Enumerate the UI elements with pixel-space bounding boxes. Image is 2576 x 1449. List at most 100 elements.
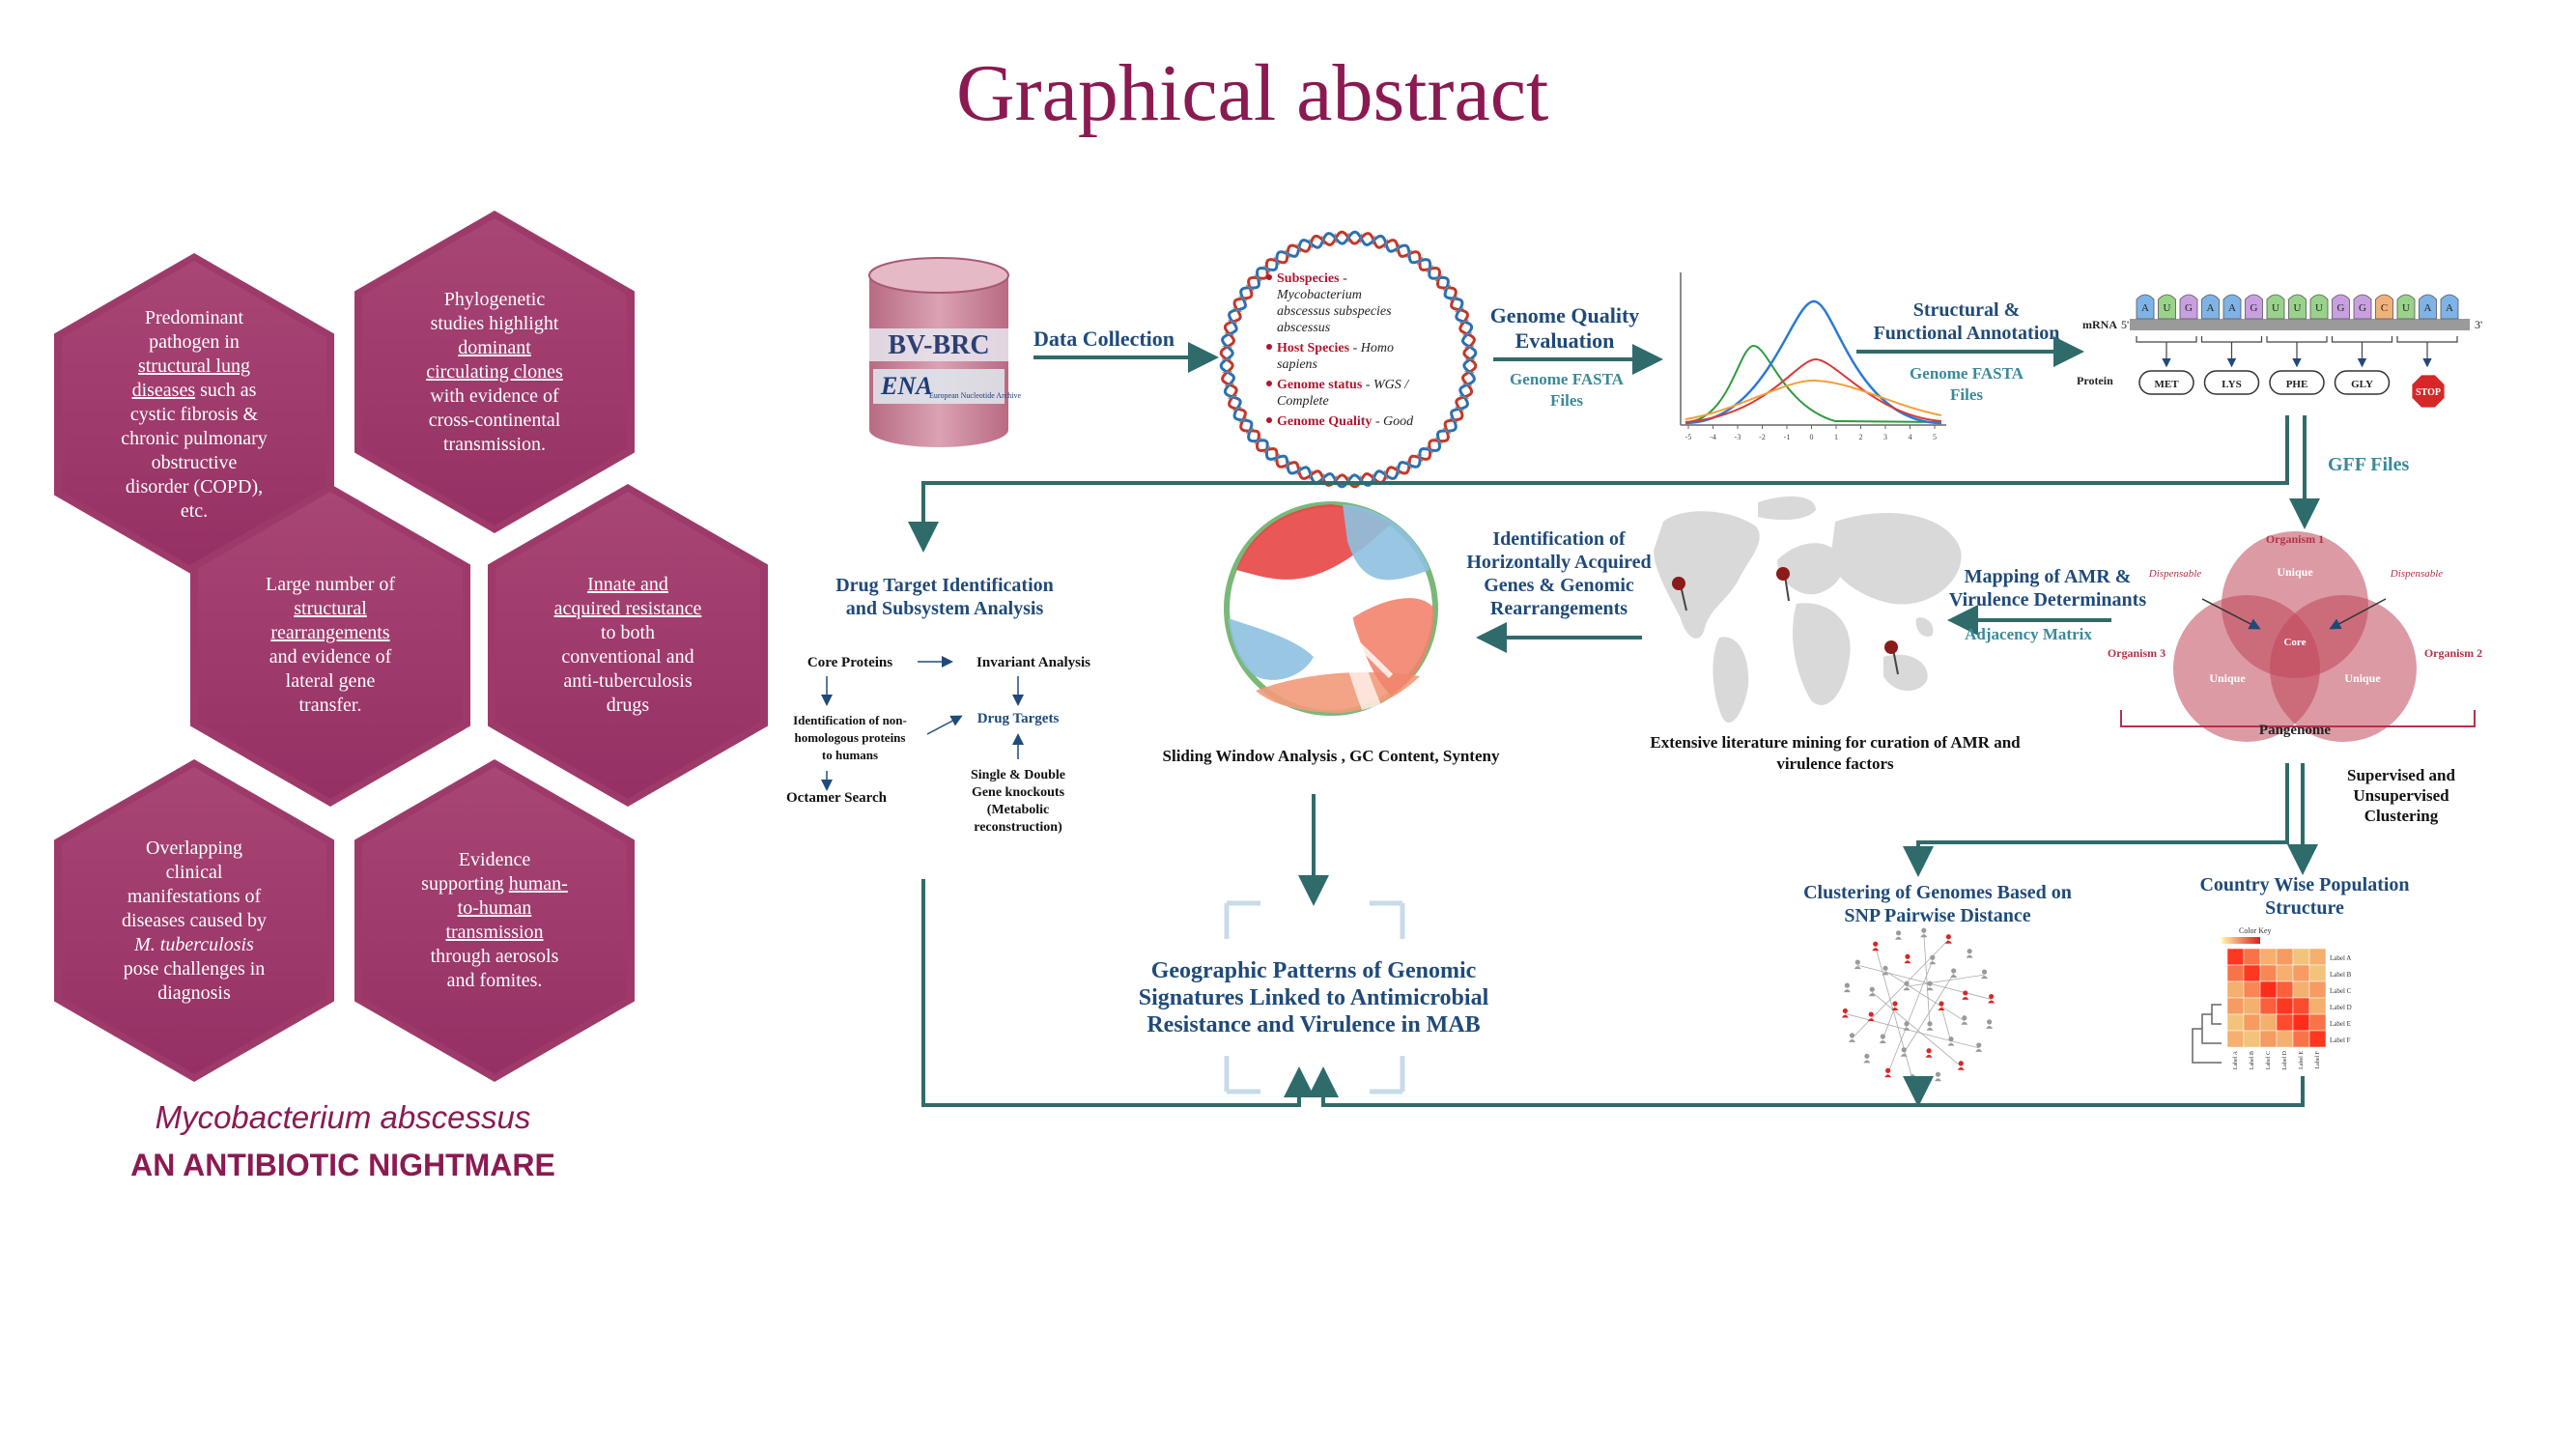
nucleotide-icon (2222, 294, 2242, 320)
hexagon-text-segment: human- (508, 873, 568, 895)
non-homologous-label: Identification of non-homologous protein… (793, 713, 907, 762)
hexagon-text-segment: transfer. (298, 695, 362, 716)
svg-text:Dispensable: Dispensable (2390, 568, 2444, 580)
hexagon-text-segment: conventional and (561, 646, 694, 668)
hexagon-line: Large number of (234, 573, 427, 597)
hexagon-line: chronic pulmonary (98, 427, 291, 451)
hexagon-text-segment: transmission. (442, 433, 547, 455)
nucleotide-label: A (2446, 302, 2453, 314)
hexagon-line: M. tuberculosis (98, 933, 291, 957)
annotation-label: Structural &Functional Annotation (1874, 299, 2060, 344)
axis-tick-label: -4 (1710, 433, 1716, 441)
svg-text:Unique: Unique (2277, 565, 2313, 579)
nucleotide-icon (2245, 294, 2263, 320)
svg-text:Organism 2: Organism 2 (2424, 646, 2482, 660)
hexagon-text-segment: Overlapping (146, 837, 242, 859)
heatmap-col-label: Label B (2250, 1051, 2255, 1069)
hexagon-line: disorder (COPD), (98, 475, 291, 499)
hexagon-line: rearrangements (234, 621, 427, 645)
hexagon-line: Predominant (98, 306, 291, 330)
hexagon-line: lateral gene (234, 669, 427, 694)
svg-text:5': 5' (2121, 318, 2129, 331)
nucleotide-label: A (2141, 302, 2149, 314)
hexagon-line: Innate and (531, 573, 724, 597)
heatmap-col-label: Label D (2282, 1050, 2288, 1069)
amino-acid-label: MET (2154, 379, 2179, 390)
nucleotide-icon (2396, 294, 2416, 320)
connector-arrow (1308, 1066, 2305, 1107)
hexagon-text-segment: pathogen in (149, 330, 240, 353)
hexagon-line: conventional and (531, 645, 724, 669)
data-collection-label: Data Collection (1033, 327, 1175, 351)
hexagon-line: anti-tuberculosis (531, 669, 724, 694)
svg-text:Protein: Protein (2077, 374, 2113, 387)
nucleotide-icon (2179, 294, 2198, 320)
hexagon-text-segment: diagnosis (157, 981, 231, 1004)
page-title: Graphical abstract (956, 48, 1549, 138)
axis-tick-label: 1 (1834, 433, 1838, 441)
hexagon-text-segment: to both (600, 622, 656, 643)
hexagon-text-segment: dominant (458, 336, 531, 358)
axis-tick-label: 4 (1909, 433, 1912, 441)
svg-text:Organism 3: Organism 3 (2108, 646, 2166, 660)
hexagon-line: obstructive (98, 451, 291, 475)
hexagon-line: acquired resistance (531, 597, 724, 621)
heatmap-row-label: Label B (2330, 971, 2352, 979)
core-proteins-label: Core Proteins (807, 655, 892, 670)
hexagon-text-segment: clinical (165, 861, 223, 883)
hexagon-text-segment: chronic pulmonary (121, 427, 268, 449)
hexagon-text-segment: and evidence of (269, 646, 392, 668)
hexagon-text-segment: manifestations of (127, 885, 262, 907)
hexagon-line: supporting human- (398, 872, 591, 896)
hexagon-line: structural lung (98, 355, 291, 379)
hexagon-text-segment: through aerosols (430, 946, 559, 967)
axis-tick-label: -3 (1735, 433, 1741, 441)
hexagon-line: and fomites. (398, 969, 591, 993)
hexagon-line: drugs (531, 694, 724, 718)
svg-text:3': 3' (2475, 318, 2482, 331)
nucleotide-label: U (2164, 302, 2171, 314)
hexagon-text-segment: transmission (445, 922, 544, 943)
nucleotide-label: U (2402, 302, 2410, 314)
dna-ring-icon (1219, 230, 1478, 489)
connector-arrow (908, 415, 2289, 553)
heatmap-row-label: Label A (2330, 954, 2351, 962)
map-pin-icon (1776, 567, 1790, 602)
hexagon-text-segment: diseases caused by (122, 909, 267, 931)
hexagon-line: through aerosols (398, 945, 591, 969)
adjacency-label: Adjacency Matrix (1965, 625, 2092, 643)
nucleotide-icon (2332, 294, 2350, 320)
gff-label: GFF Files (2328, 454, 2409, 475)
hexagon-text-segment: structural (294, 598, 367, 619)
metadata-item: Subspecies - (1277, 271, 1347, 286)
metadata-item-line: Mycobacterium (1276, 288, 1362, 302)
hexagon-text-segment: acquired resistance (553, 598, 702, 619)
heatmap-row-label: Label C (2330, 987, 2352, 995)
hexagon-text-segment: studies highlight (430, 312, 559, 334)
map-pin-icon (1672, 577, 1687, 611)
metadata-item: Genome Quality - Good (1277, 414, 1414, 429)
hexagon-text-segment: Phylogenetic (443, 288, 546, 310)
octamer-search-label: Octamer Search (786, 790, 888, 806)
nucleotide-label: U (2272, 302, 2279, 314)
amino-acid-label: GLY (2351, 379, 2373, 390)
network-icon (1841, 927, 1996, 1084)
axis-tick-label: 5 (1933, 433, 1937, 441)
hexagon-line: pathogen in (98, 330, 291, 355)
hexagon-text-segment: supporting (421, 873, 509, 895)
organism-tagline: AN ANTIBIOTIC NIGHTMARE (130, 1148, 555, 1182)
hexagon-line: etc. (98, 499, 291, 524)
literature-label: Extensive literature mining for curation… (1650, 733, 2021, 773)
hexagon-text-segment: cross-continental (428, 409, 561, 431)
hexagon-text-segment: such as (195, 379, 257, 401)
nucleotide-label: G (2359, 302, 2366, 314)
